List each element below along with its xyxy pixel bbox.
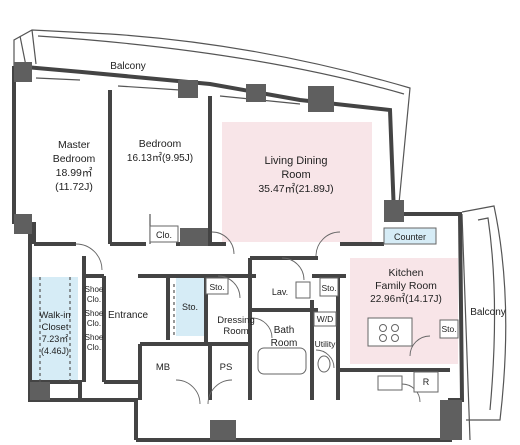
sto-dressing-box [205,277,229,295]
svg-text:18.99㎡: 18.99㎡ [56,167,93,179]
living-dining-area [222,122,372,242]
ps-label: PS [220,362,233,373]
master-bedroom-label: Master Bedroom 18.99㎡ (11.72J) [53,139,96,193]
svg-text:Closet: Closet [42,322,69,333]
clo-box [149,225,179,243]
sto-hall-area [176,278,206,336]
svg-text:Room: Room [271,338,298,349]
clo-label: Clo. [156,230,172,240]
living-dining-label: Living Dining Room 35.47㎡(21.89J) [258,155,333,195]
counter-label: Counter [394,232,426,242]
sto-kitchen-box [439,319,459,339]
svg-text:35.47㎡(21.89J): 35.47㎡(21.89J) [258,183,333,195]
balcony-top-outline [13,29,411,215]
column-top-mid-2 [246,84,266,102]
wd-box [313,311,337,327]
svg-text:16.13㎡(9.95J): 16.13㎡(9.95J) [127,152,193,164]
svg-text:(4.46J): (4.46J) [41,346,69,356]
bedroom-label: Bedroom 16.13㎡(9.95J) [127,138,193,164]
counter-box [383,227,437,245]
toilet-icon [317,355,331,373]
entrance-label: Entrance [108,310,148,321]
svg-text:Bath: Bath [274,325,295,336]
dressing-room-label: Dressing Room [217,315,255,337]
bathtub-icon [257,347,307,375]
kitchen-sink [377,375,403,391]
sto-kitchen-label: Sto. [441,324,456,334]
column-top-mid-1 [178,80,198,98]
balcony-right-outline [461,205,507,441]
lav-label: Lav. [272,287,288,297]
utility-label: Utility [315,339,337,349]
svg-text:7.23㎡: 7.23㎡ [42,334,69,344]
svg-text:Shoe: Shoe [85,333,104,342]
balcony-top-label: Balcony [110,61,146,72]
door-swings [75,231,431,405]
column-right [384,200,404,222]
wd-label: W/D [317,314,334,324]
sto-lav-label: Sto. [321,283,336,293]
shoe-clo-3-label: Shoe Clo. [85,333,104,352]
shoe-clo-1-label: Shoe Clo. [85,285,104,304]
svg-text:Room: Room [281,169,310,181]
column-bottom-right [440,400,462,440]
column-top-right [308,86,334,112]
column-hall [180,228,208,246]
walk-in-closet-label: Walk-in Closet 7.23㎡ (4.46J) [39,310,70,356]
lav-sink [295,281,311,299]
column-left-mid [14,214,32,234]
svg-text:Kitchen: Kitchen [388,267,423,279]
column-bottom-left [30,382,50,400]
svg-text:22.96㎡(14.17J): 22.96㎡(14.17J) [370,293,442,305]
svg-text:Family Room: Family Room [375,280,437,292]
bath-room-label: Bath Room [271,325,298,349]
svg-text:Master: Master [58,139,91,151]
svg-text:Clo.: Clo. [87,295,101,304]
svg-text:Room: Room [223,326,248,337]
balcony-right-label: Balcony [470,307,506,318]
sto-dressing-label: Sto. [209,282,224,292]
walk-in-closet-area [32,277,78,383]
svg-text:Bedroom: Bedroom [139,138,182,150]
svg-text:Clo.: Clo. [87,343,101,352]
shoe-clo-2-label: Shoe Clo. [85,309,104,328]
sto-lav-box [319,277,339,297]
kitchen-island [367,317,413,347]
fridge-label: R [423,377,430,387]
interior-walls [32,90,450,400]
fridge-box [413,371,439,393]
svg-text:Shoe: Shoe [85,309,104,318]
mb-label: MB [156,362,170,373]
kitchen-label: Kitchen Family Room 22.96㎡(14.17J) [370,267,442,305]
svg-text:(11.72J): (11.72J) [55,181,93,193]
svg-text:Shoe: Shoe [85,285,104,294]
cooktop-burners [379,324,399,342]
column-bottom-mid [210,420,236,440]
svg-text:Walk-in: Walk-in [39,310,70,321]
column-top-left [14,62,32,82]
svg-text:Clo.: Clo. [87,319,101,328]
svg-text:Dressing: Dressing [217,315,255,326]
svg-text:Bedroom: Bedroom [53,153,96,165]
svg-text:Living Dining: Living Dining [265,155,328,167]
sto-hall-label: Sto. [182,302,198,312]
